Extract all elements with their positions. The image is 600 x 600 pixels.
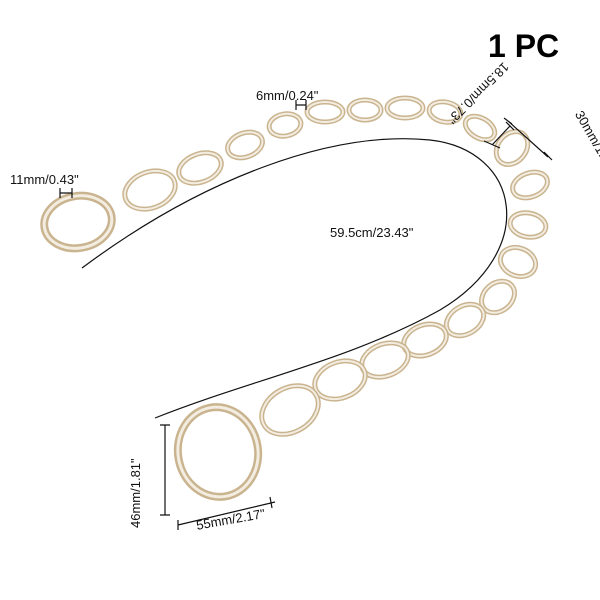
chain-link-highlight [226, 131, 264, 159]
chain-link-highlight [428, 100, 462, 124]
dim-55mm [177, 496, 276, 530]
dim-11mm [59, 188, 73, 198]
chain-link-highlight [386, 97, 424, 119]
chain-links [40, 95, 550, 501]
chain-link-highlight [177, 151, 223, 185]
height-46mm-label: 46mm/1.81" [128, 458, 143, 528]
length-curve [81, 138, 508, 419]
chain-link-highlight [313, 359, 367, 401]
dim-6mm [295, 100, 307, 110]
dimension-lines [59, 100, 553, 530]
chain-link-highlight [464, 115, 496, 141]
chain-link-highlight [268, 112, 302, 138]
chain-link [40, 191, 116, 253]
dim-18mm [483, 121, 515, 149]
chain-link [507, 210, 549, 240]
chain-link [173, 403, 263, 501]
chain-link-highlight [511, 171, 549, 199]
dim-30mm [503, 117, 553, 161]
dim-46mm [160, 424, 170, 516]
chain-link-highlight [509, 211, 547, 239]
chain-link-highlight [306, 101, 344, 123]
chain-link-highlight [348, 99, 382, 121]
chain-link-highlight [42, 194, 114, 250]
chain-link-highlight [176, 405, 260, 499]
wire-11mm-label: 11mm/0.43" [10, 172, 79, 187]
chain-link [266, 111, 304, 139]
chain-link-highlight [499, 246, 537, 278]
chain-link-highlight [445, 303, 485, 337]
total-length-label: 59.5cm/23.43" [330, 225, 414, 240]
chain-link-highlight [260, 384, 320, 436]
wire-6mm-label: 6mm/0.24" [256, 88, 319, 103]
chain-link-highlight [123, 169, 177, 211]
quantity-title: 1 PC [488, 28, 560, 64]
